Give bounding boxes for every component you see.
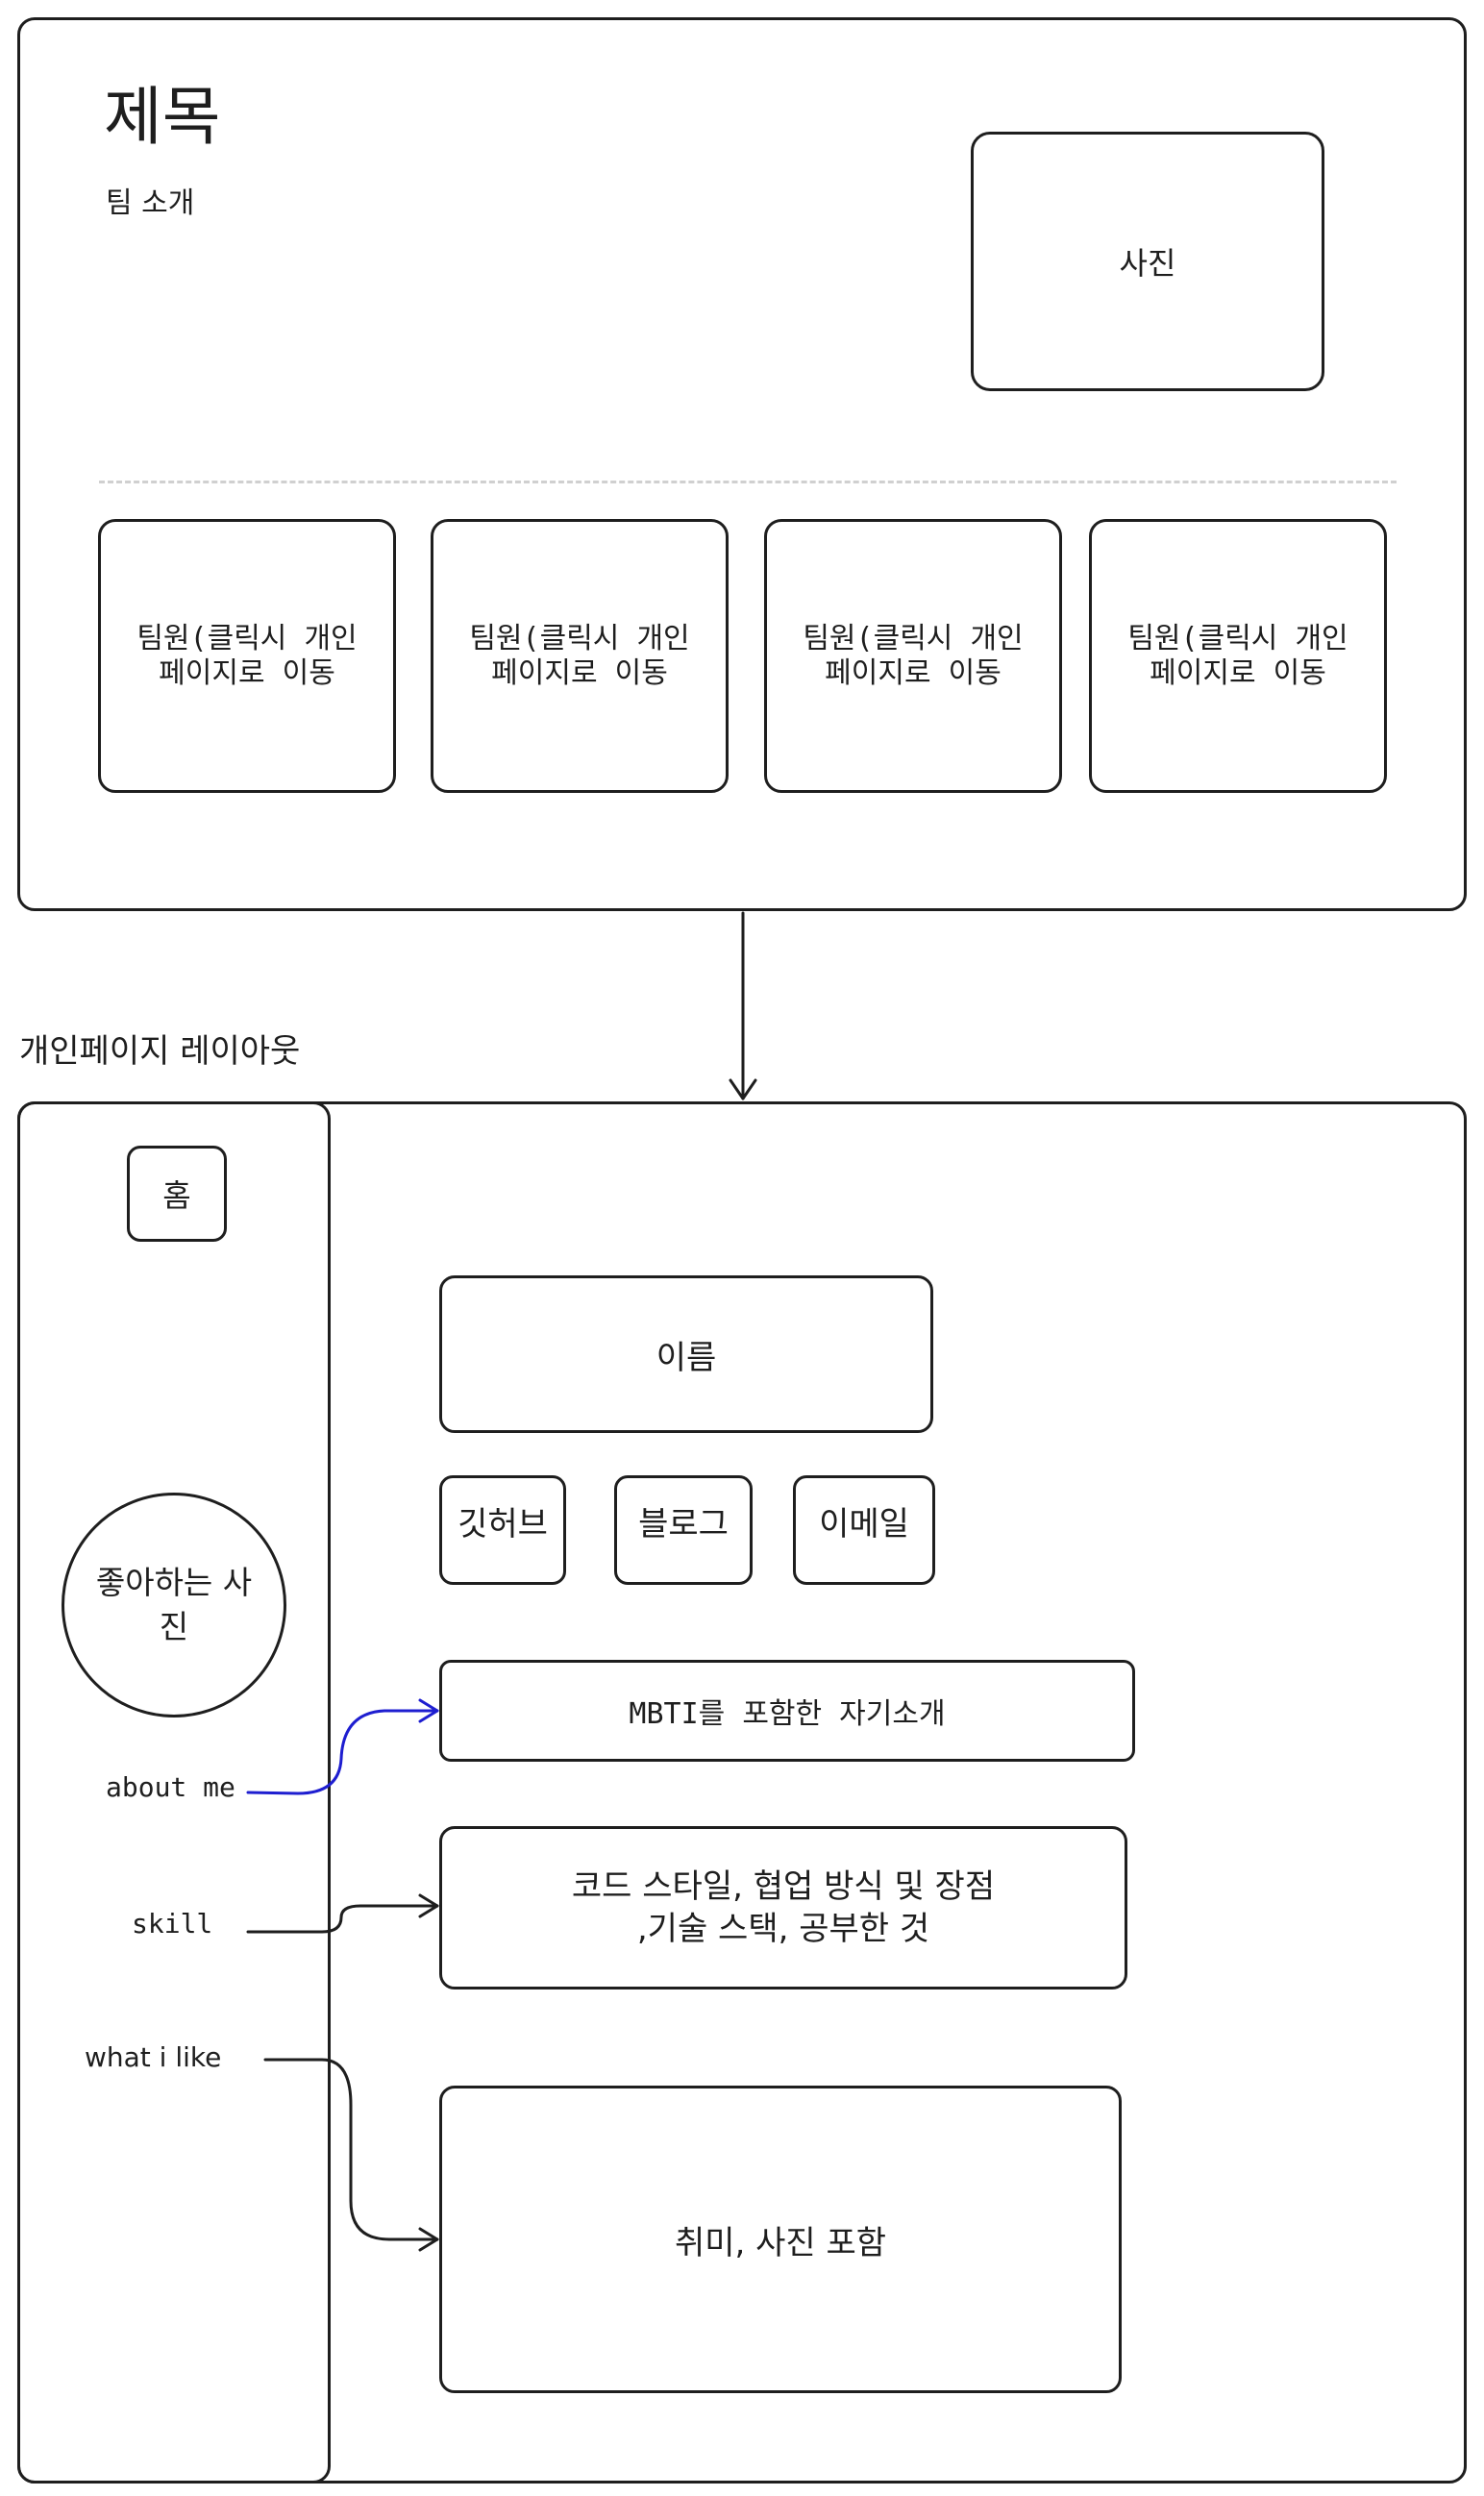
github-label: 깃허브: [458, 1505, 548, 1544]
team-member-label: 팀원(클릭시 개인 페이지로 이동: [136, 621, 358, 690]
about-me-text: MBTI를 포함한 자기소개: [629, 1697, 946, 1731]
blog-label: 블로그: [638, 1505, 729, 1544]
nav-about-me[interactable]: about me: [106, 1771, 235, 1803]
hobby-box: 취미, 사진 포함: [439, 2086, 1122, 2393]
skill-box: 코드 스타일, 협업 방식 및 장점 ,기술 스택, 공부한 것: [439, 1826, 1127, 1989]
github-link-button[interactable]: 깃허브: [439, 1475, 566, 1585]
hobby-text: 취미, 사진 포함: [674, 2223, 887, 2262]
team-member-card[interactable]: 팀원(클릭시 개인 페이지로 이동: [431, 519, 729, 793]
team-member-card[interactable]: 팀원(클릭시 개인 페이지로 이동: [764, 519, 1062, 793]
favorite-photo-circle: 좋아하는 사 진: [62, 1493, 286, 1718]
team-photo-label: 사진: [1119, 245, 1176, 282]
page-title: 제목: [104, 80, 221, 154]
skill-text: 코드 스타일, 협업 방식 및 장점 ,기술 스택, 공부한 것: [571, 1867, 996, 1948]
team-member-card[interactable]: 팀원(클릭시 개인 페이지로 이동: [98, 519, 396, 793]
about-me-box: MBTI를 포함한 자기소개: [439, 1660, 1135, 1762]
down-arrow-head: [729, 1078, 757, 1100]
home-button[interactable]: 홈: [127, 1146, 227, 1242]
favorite-photo-label: 좋아하는 사 진: [95, 1564, 253, 1645]
name-label: 이름: [655, 1338, 717, 1377]
nav-skill[interactable]: skill: [132, 1908, 213, 1940]
team-page-frame: [17, 17, 1467, 911]
home-label: 홈: [162, 1177, 191, 1214]
name-box: 이름: [439, 1275, 933, 1433]
section-divider: [99, 481, 1397, 483]
email-link-button[interactable]: 이메일: [793, 1475, 935, 1585]
nav-what-i-like[interactable]: what i like: [85, 2041, 222, 2073]
page-subtitle: 팀 소개: [106, 186, 195, 220]
team-member-label: 팀원(클릭시 개인 페이지로 이동: [1127, 621, 1348, 690]
team-member-label: 팀원(클릭시 개인 페이지로 이동: [803, 621, 1024, 690]
personal-layout-label: 개인페이지 레이아웃: [19, 1032, 301, 1071]
email-label: 이메일: [819, 1505, 909, 1544]
blog-link-button[interactable]: 블로그: [614, 1475, 753, 1585]
team-member-label: 팀원(클릭시 개인 페이지로 이동: [469, 621, 690, 690]
team-photo-placeholder: 사진: [971, 132, 1324, 391]
team-member-card[interactable]: 팀원(클릭시 개인 페이지로 이동: [1089, 519, 1387, 793]
